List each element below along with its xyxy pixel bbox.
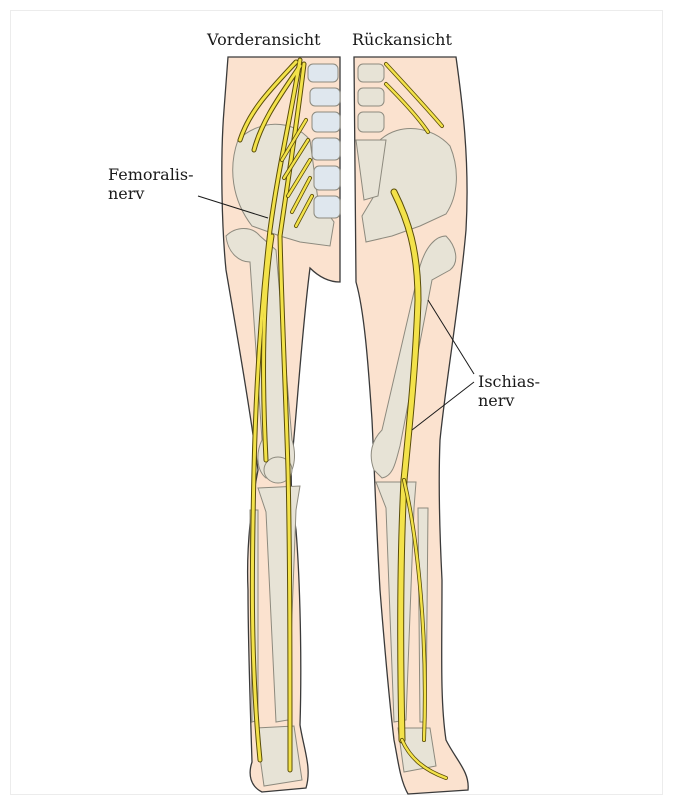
front-foot-bones [256,726,302,786]
back-view-title: Rückansicht [352,30,452,49]
front-view-leg [222,57,340,792]
back-view-leg [354,57,468,794]
femoral-nerve-label-line2: nerv [108,184,144,203]
sciatic-nerve-label-line2: nerv [478,391,514,410]
femoral-nerve-label-line1: Femoralis- [108,165,194,184]
sciatic-nerve-label-line1: Ischias- [478,372,540,391]
front-view-title: Vorderansicht [207,30,321,49]
